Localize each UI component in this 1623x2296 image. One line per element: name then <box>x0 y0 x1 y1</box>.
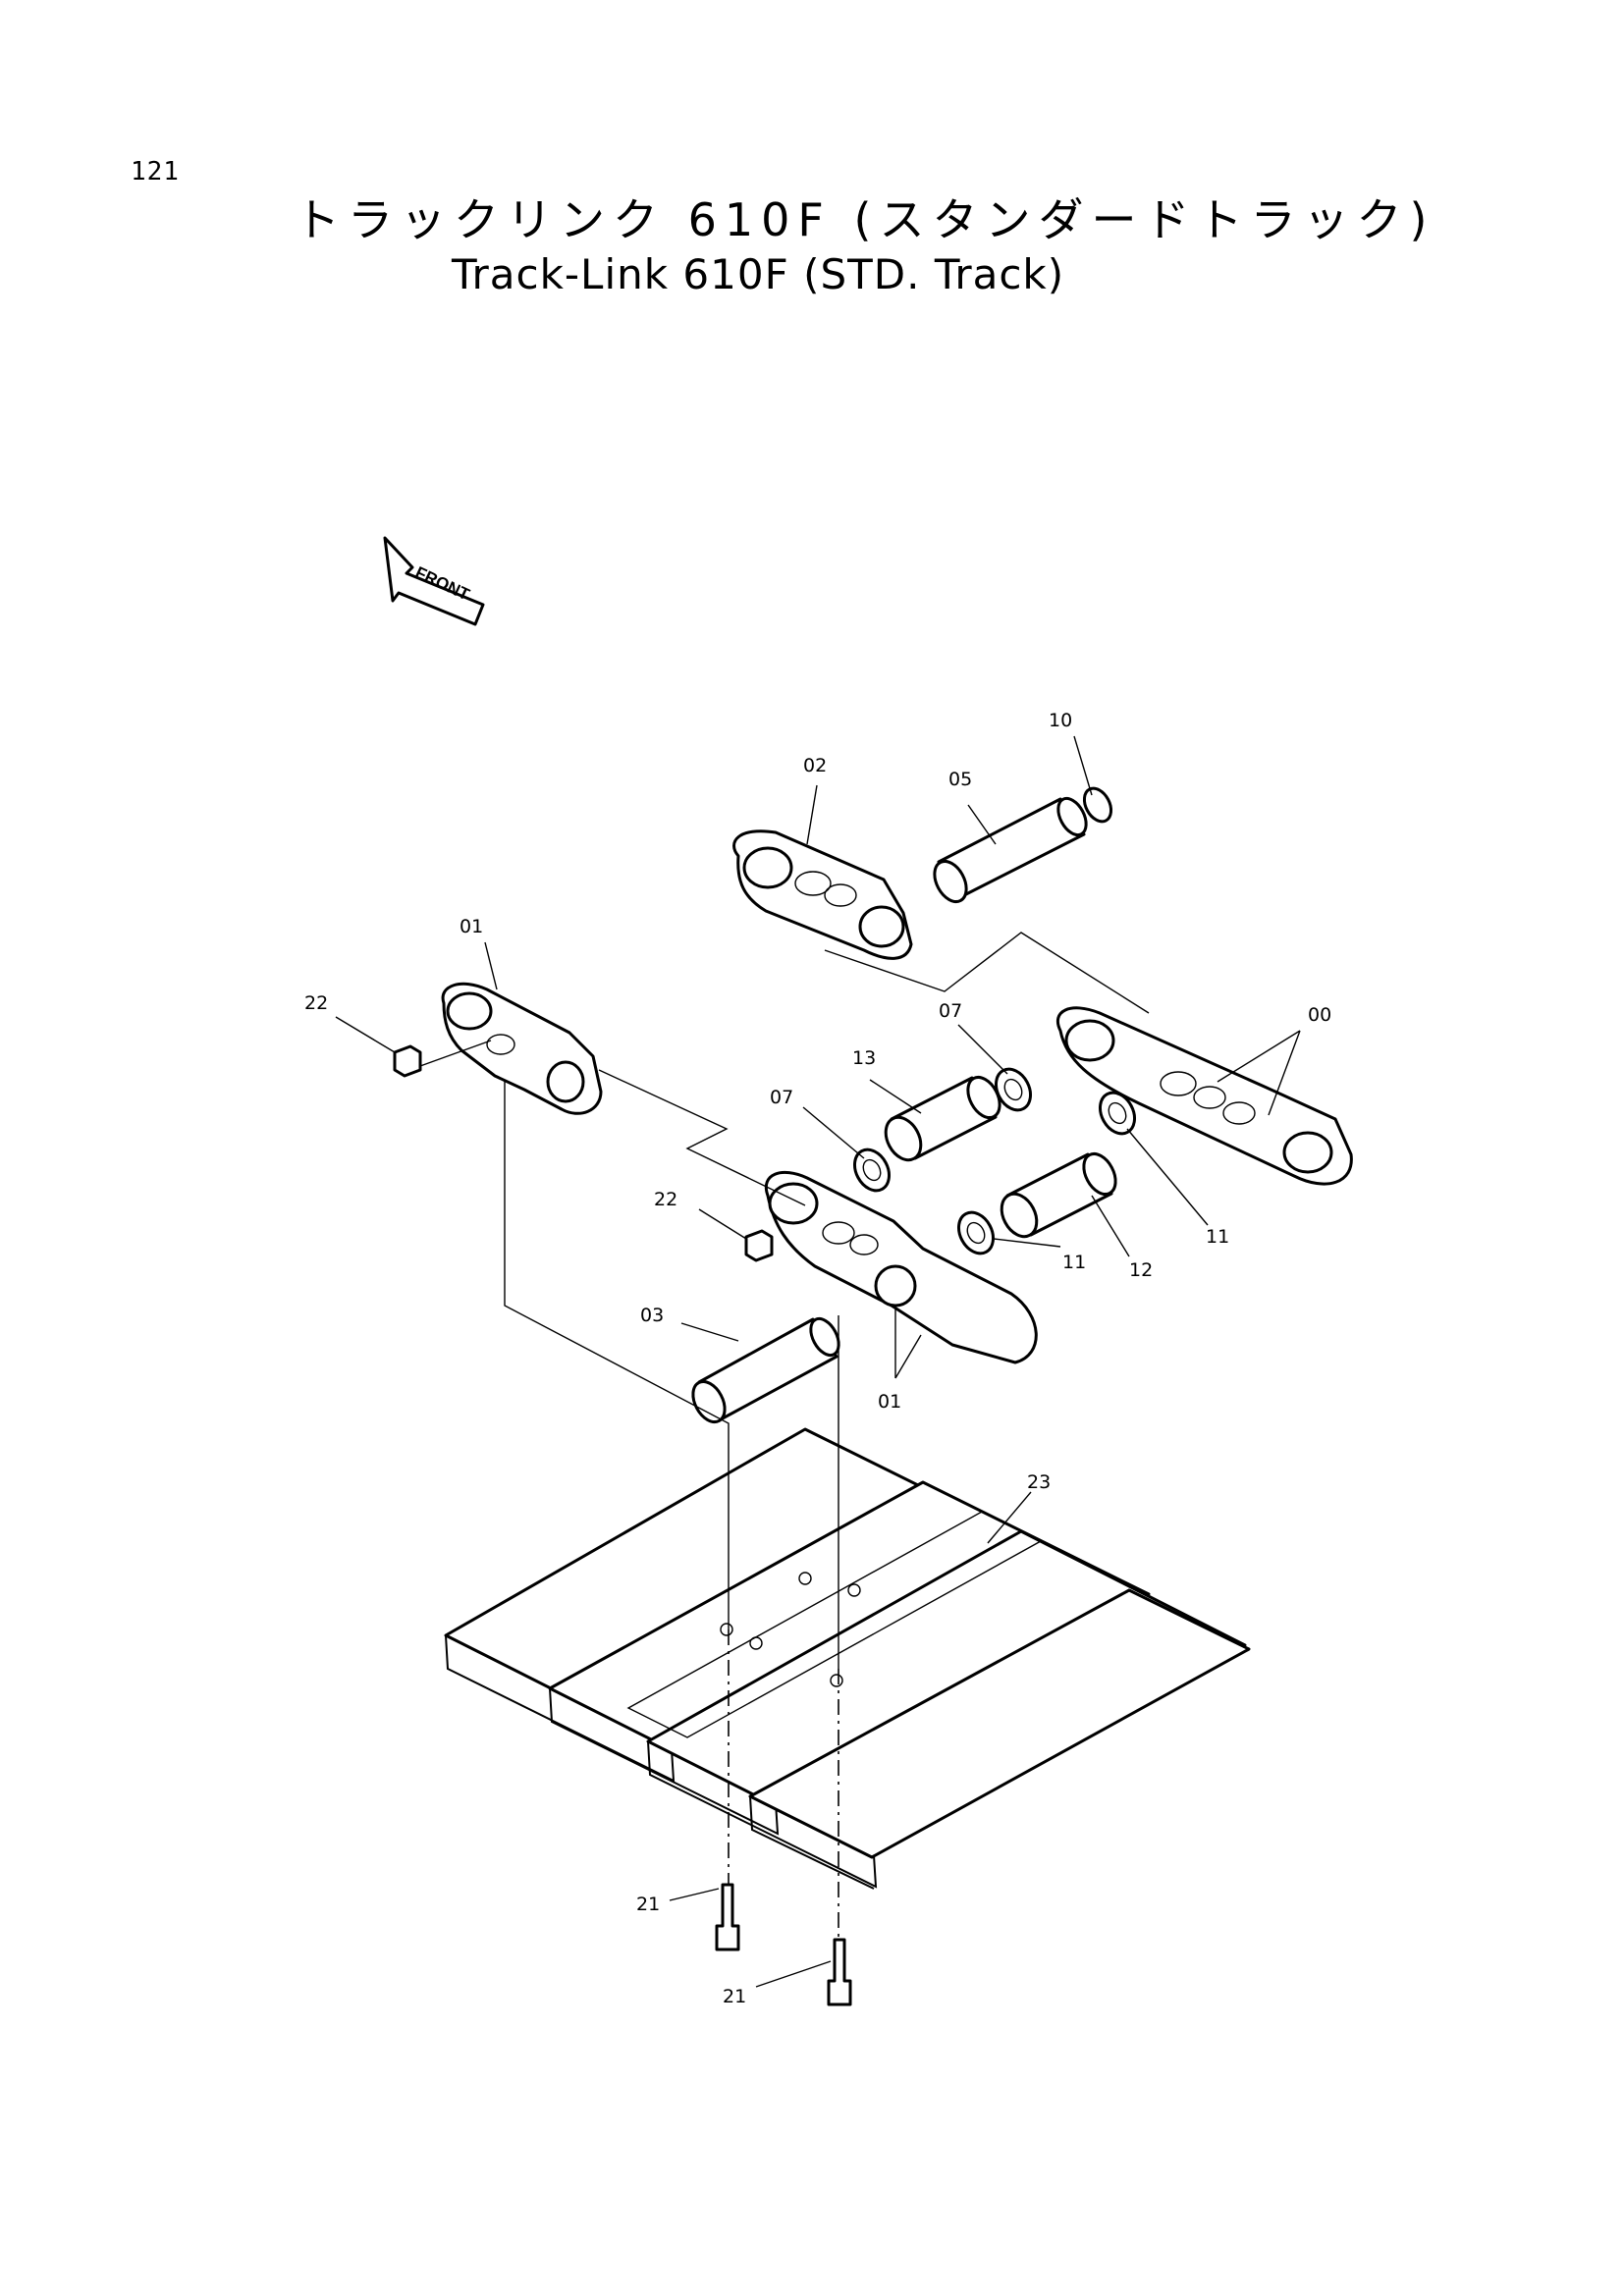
callout-10: 10 <box>1049 710 1072 731</box>
callout-11-right: 11 <box>1206 1226 1229 1248</box>
spacer-07-left <box>852 1148 892 1193</box>
page-number: 121 <box>131 157 180 187</box>
callout-07-right: 07 <box>939 1000 962 1022</box>
link-01-upper <box>441 982 603 1115</box>
callout-21-right: 21 <box>723 1986 746 2007</box>
callout-02: 02 <box>803 755 827 776</box>
callout-01-bottom: 01 <box>878 1391 901 1413</box>
title-english: Track-Link 610F (STD. Track) <box>452 250 1065 298</box>
callout-01-top: 01 <box>460 916 483 937</box>
seal-11-left <box>956 1210 996 1255</box>
nut-22-upper <box>393 1044 422 1078</box>
callout-21-left: 21 <box>636 1894 660 1915</box>
assembly-line-nut-link <box>419 1040 492 1067</box>
link-01-lower <box>764 1170 1038 1364</box>
bushing-12 <box>1000 1151 1117 1239</box>
callout-11-left: 11 <box>1062 1252 1086 1273</box>
callout-03: 03 <box>640 1305 664 1326</box>
callout-23: 23 <box>1027 1471 1051 1493</box>
bolt-21-left <box>715 1883 740 1951</box>
bushing-13 <box>884 1075 1001 1162</box>
assembly-line-nut-upper <box>504 1080 730 1629</box>
callout-07-left: 07 <box>770 1087 793 1108</box>
title-japanese: トラックリンク 610F (スタンダードトラック) <box>295 193 1435 246</box>
nut-22-middle <box>744 1229 774 1262</box>
pin-05 <box>933 796 1088 904</box>
callout-22-top: 22 <box>304 992 328 1014</box>
callout-12: 12 <box>1129 1259 1153 1281</box>
track-shoe-assembly <box>444 1427 1251 1890</box>
assembly-line-link01 <box>598 1069 806 1206</box>
callout-05: 05 <box>948 769 972 790</box>
callout-13: 13 <box>852 1047 876 1069</box>
link-02 <box>732 829 913 960</box>
front-arrow-icon: FRONT <box>383 536 485 626</box>
link-00 <box>1056 1006 1353 1186</box>
bolt-21-right <box>827 1938 852 2006</box>
seal-11-right <box>1098 1091 1137 1136</box>
assembly-line-link02 <box>824 932 1150 1014</box>
callout-22-middle: 22 <box>654 1189 677 1210</box>
pin-03 <box>691 1316 840 1424</box>
callout-00: 00 <box>1308 1004 1331 1026</box>
